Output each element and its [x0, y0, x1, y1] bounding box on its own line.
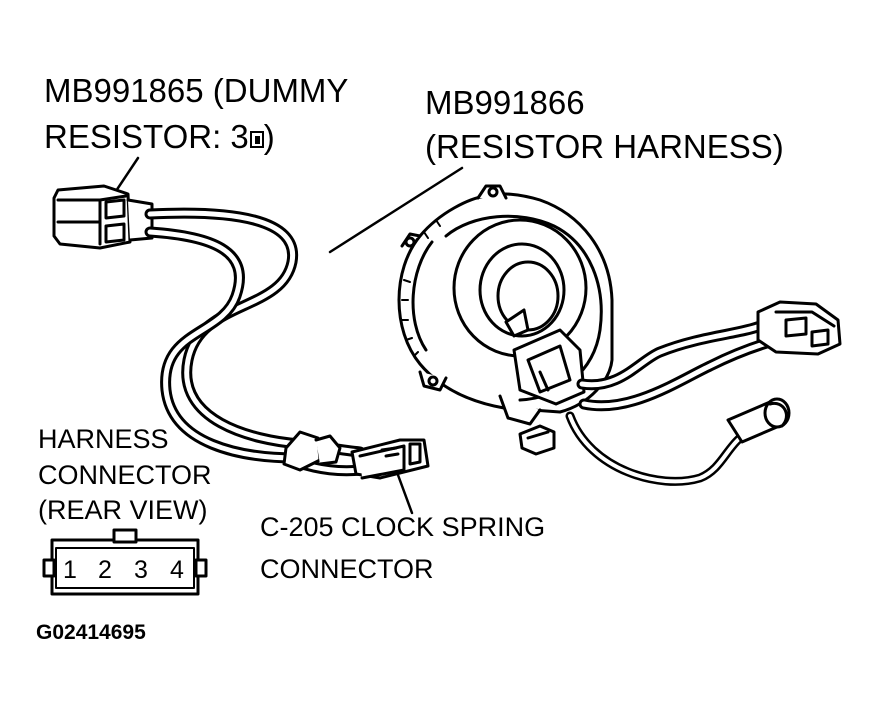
dummy-resistor-value: RESISTOR: 3 — [44, 118, 249, 155]
figure-id: G02414695 — [36, 621, 146, 644]
dummy-resistor-connector — [52, 184, 154, 250]
clock-spring-wires — [565, 320, 776, 486]
leader-resistor-harness — [328, 166, 464, 254]
resistor-harness-label-line2: (RESISTOR HARNESS) — [425, 128, 784, 165]
c205-connector — [350, 438, 430, 480]
ohm-icon — [249, 131, 264, 148]
dummy-resistor-label-line2: RESISTOR: 3) — [44, 120, 275, 153]
clock-spring-label-line1: C-205 CLOCK SPRING — [260, 512, 546, 542]
dummy-resistor-close: ) — [263, 118, 275, 155]
clock-spring-body — [397, 184, 614, 456]
pin-label-1: 1 — [63, 556, 77, 584]
harness-connector-label-line3: (REAR VIEW) — [38, 495, 208, 525]
right-connector — [756, 300, 842, 356]
clock-spring-label-line2: CONNECTOR — [260, 554, 434, 584]
leader-clock-spring-connector — [396, 473, 414, 515]
resistor-harness-label-line1: MB991866 — [425, 84, 585, 121]
harness-connector-label-line1: HARNESS — [38, 424, 169, 454]
connector-pin-labels: 1 2 3 4 — [63, 556, 184, 584]
cylinder-plug — [726, 397, 791, 444]
pin-label-4: 4 — [170, 556, 184, 584]
pin-label-3: 3 — [134, 556, 148, 584]
harness-connector-rear-view — [42, 528, 208, 596]
dummy-resistor-label-line1: MB991865 (DUMMY — [44, 72, 349, 109]
harness-connector-label-line2: CONNECTOR — [38, 460, 212, 490]
pin-label-2: 2 — [98, 556, 112, 584]
